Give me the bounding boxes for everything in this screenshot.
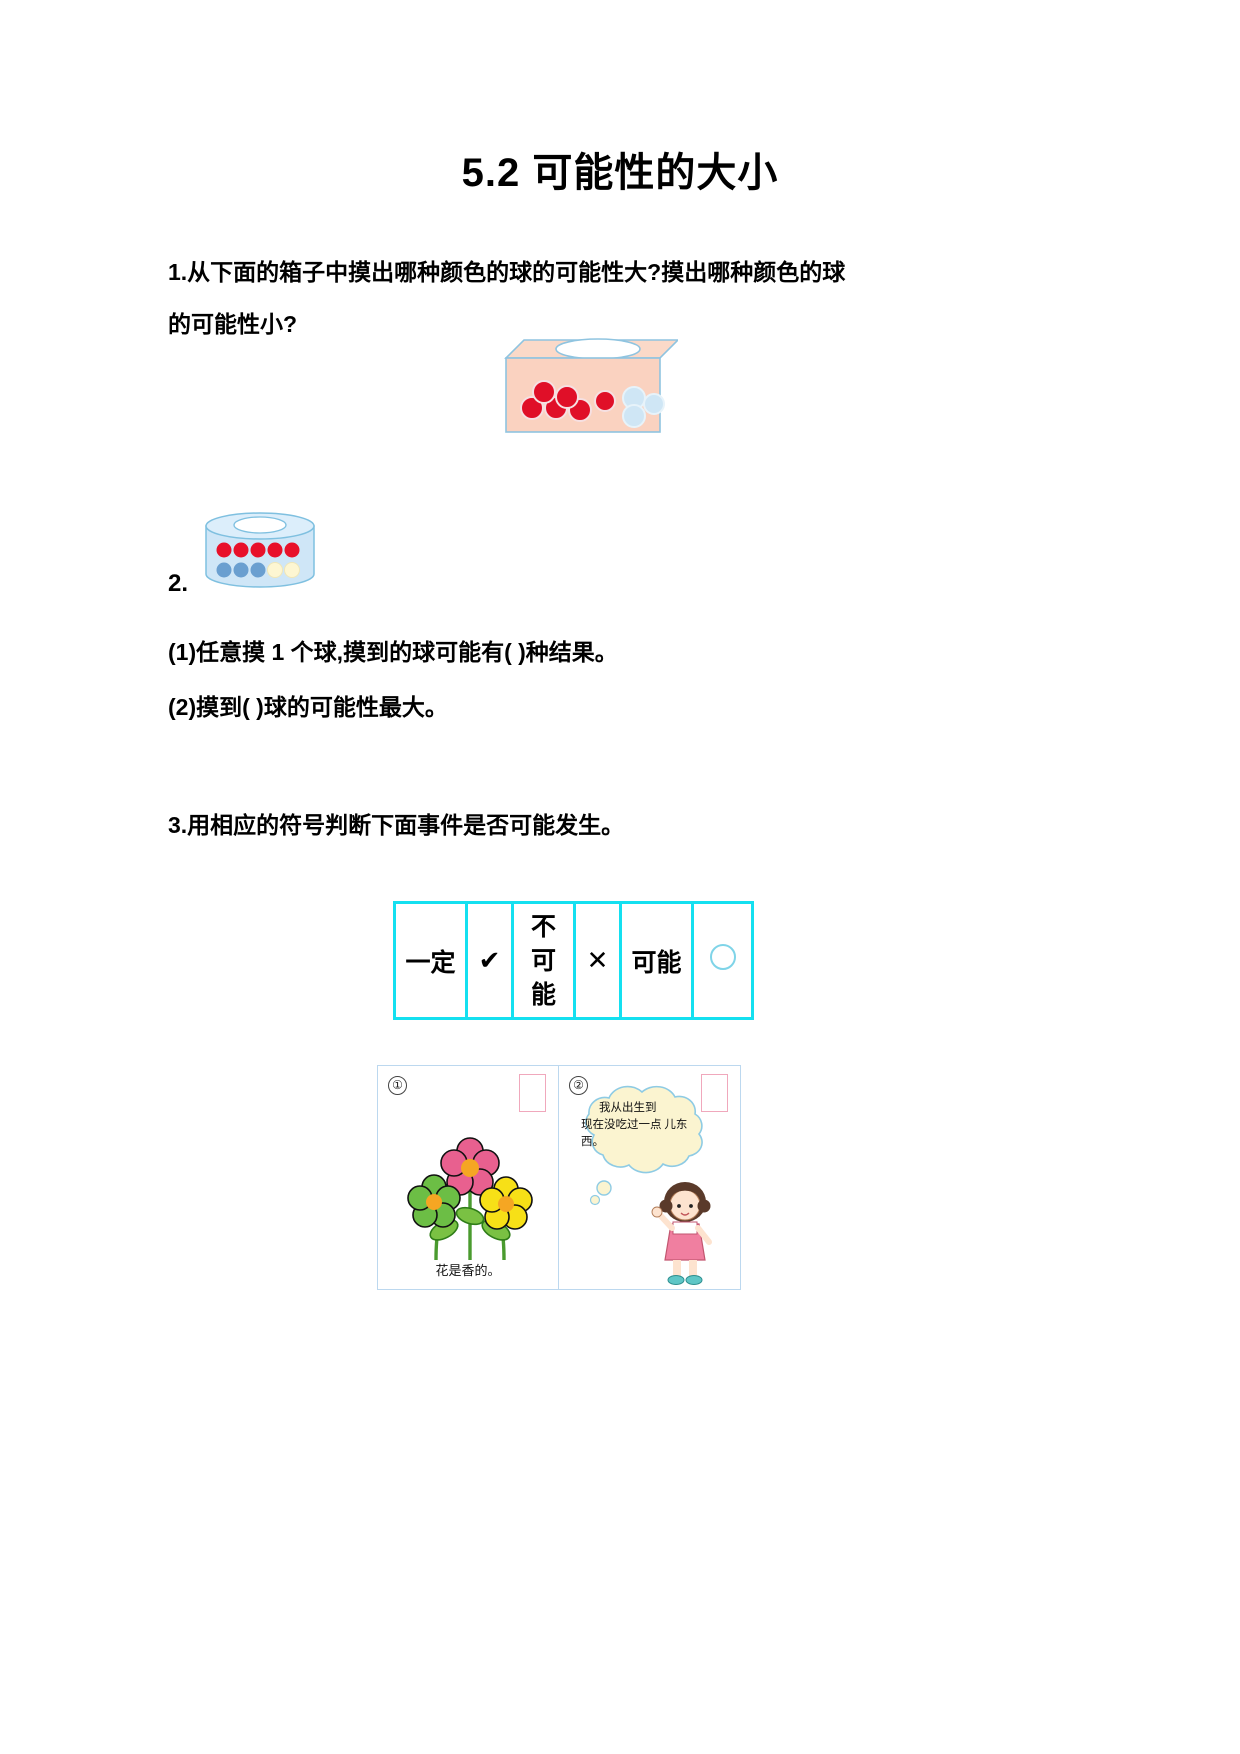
legend-cell-circle-symbol	[691, 901, 754, 1020]
legend-cell-check-symbol: ✔	[465, 901, 514, 1020]
panel-1-number: ①	[388, 1076, 407, 1095]
panel-1-caption: 花是香的。	[435, 1263, 501, 1278]
legend-cell-impossible: 不可能	[511, 901, 576, 1020]
question-1-line-1: 1.从下面的箱子中摸出哪种颜色的球的可能性大?摸出哪种颜色的球	[168, 259, 846, 285]
bubble-line-3: 儿东西。	[581, 1119, 688, 1148]
ball-box-figure	[488, 336, 680, 446]
circle-icon	[709, 944, 736, 970]
question-1-line-2: 的可能性小?	[168, 311, 298, 337]
girl-figure	[651, 1182, 712, 1285]
symbol-legend-table: 一定 ✔ 不可能 ✕ 可能	[393, 901, 754, 1020]
table-row: 一定 ✔ 不可能 ✕ 可能	[393, 901, 754, 1020]
flowers-illustration	[407, 1137, 533, 1260]
panel-2-bubble-text: 我从出生到 现在没吃过一点 儿东西。	[581, 1100, 697, 1151]
panel-2-answer-box[interactable]	[701, 1074, 728, 1112]
ball-cylinder-figure	[198, 512, 323, 592]
panel-2-number: ②	[569, 1076, 588, 1095]
question-2-sub-2: (2)摸到( )球的可能性最大。	[168, 694, 448, 720]
bubble-line-2: 现在没吃过一点	[581, 1119, 662, 1131]
event-panels: ①	[377, 1065, 741, 1290]
speech-bubble-and-girl	[585, 1085, 712, 1285]
panel-1-flowers: ①	[378, 1066, 559, 1289]
bubble-line-1: 我从出生到	[599, 1102, 657, 1114]
question-3-line: 3.用相应的符号判断下面事件是否可能发生。	[168, 812, 625, 838]
speech-bubble-shape	[585, 1085, 703, 1206]
legend-cell-certain: 一定	[393, 901, 468, 1020]
legend-cell-cross-symbol: ✕	[573, 901, 622, 1020]
panel-1-answer-box[interactable]	[519, 1074, 546, 1112]
question-2-sub-1: (1)任意摸 1 个球,摸到的球可能有( )种结果。	[168, 639, 618, 665]
question-2-number: 2.	[168, 570, 189, 597]
legend-cell-possible: 可能	[619, 901, 694, 1020]
page-title: 5.2 可能性的大小	[461, 151, 779, 195]
panel-2-girl-speech: ②	[559, 1066, 740, 1289]
